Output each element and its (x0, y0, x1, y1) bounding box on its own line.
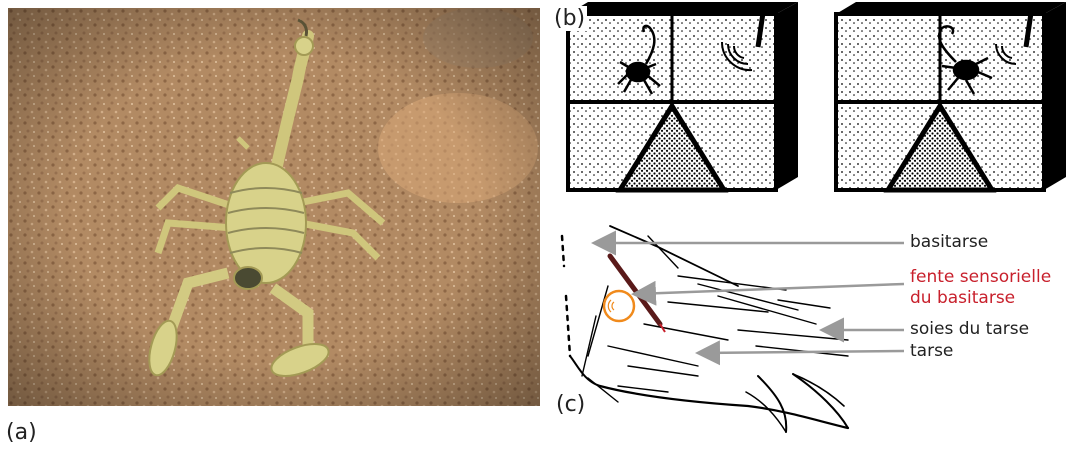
panel-label-c: (c) (556, 392, 585, 417)
arrow-tarse (700, 351, 904, 353)
leg-outline (562, 226, 848, 432)
sand-box-left (568, 2, 798, 190)
arrow-fente-sensorielle (636, 284, 904, 294)
annotation-fente-sensorielle: fente sensorielle du basitarse (910, 267, 1051, 309)
sand-box-diagram (548, 2, 1068, 198)
annotation-tarse: tarse (910, 341, 953, 362)
annotation-soies-du-tarse: soies du tarse (910, 319, 1029, 340)
scorpion-photo (8, 8, 540, 406)
panel-label-b: (b) (552, 6, 587, 31)
panel-label-a: (a) (6, 420, 37, 445)
annotation-basitarse: basitarse (910, 232, 988, 253)
sand-box-right (836, 2, 1066, 190)
